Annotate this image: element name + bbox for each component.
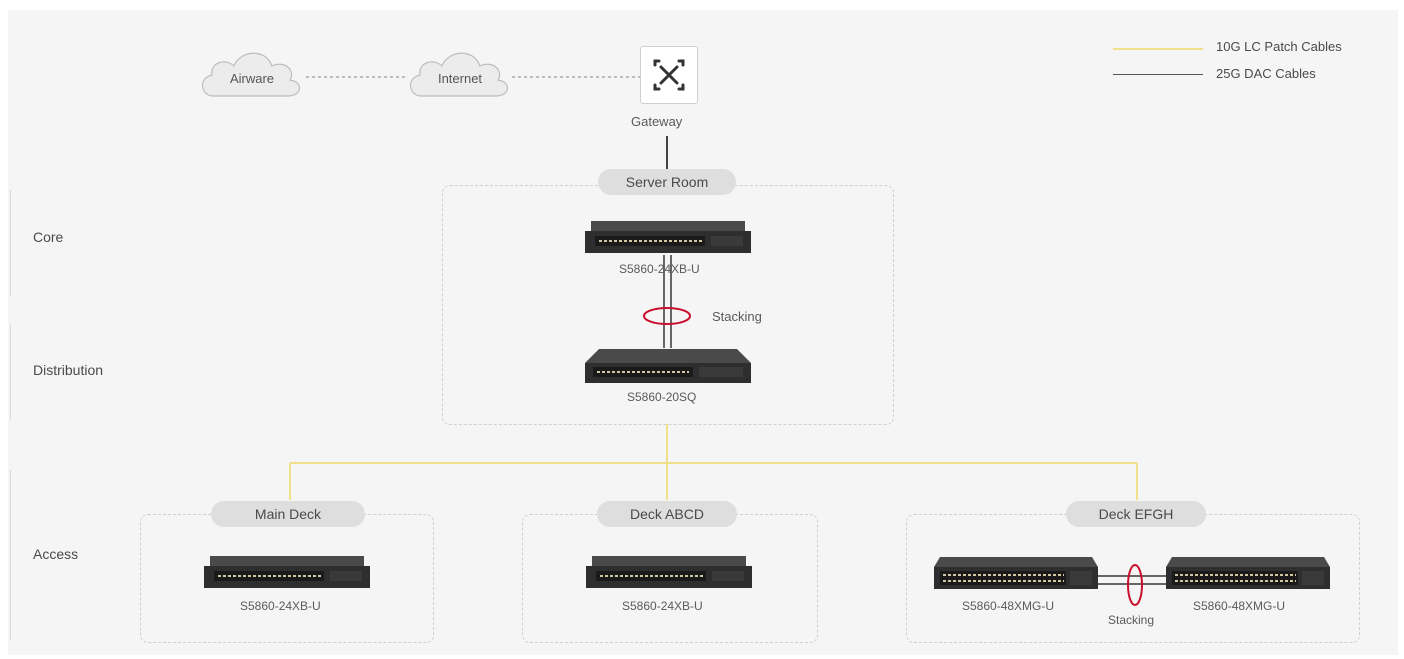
legend-dac-line [1113,74,1203,75]
deck-efgh-switch-left[interactable] [934,557,1098,591]
cloud-icon [201,52,301,97]
deck-abcd-switch-label: S5860-24XB-U [622,599,703,613]
core-switch-label: S5860-24XB-U [619,262,700,276]
legend-fiber-line [1113,48,1203,50]
cloud-icon [409,52,509,97]
cloud-airware: Airware [196,38,308,102]
cloud-airware-label: Airware [229,71,275,86]
deck-abcd-title: Deck ABCD [597,501,737,527]
distribution-switch[interactable] [585,349,751,383]
main-deck-switch[interactable] [204,556,370,590]
diagram-background [8,10,1398,655]
tier-divider [10,190,11,296]
deck-efgh-switch-left-label: S5860-48XMG-U [962,599,1055,613]
legend-dac-label: 25G DAC Cables [1216,66,1316,81]
distribution-switch-label: S5860-20SQ [627,390,697,404]
tier-access-label: Access [33,546,79,562]
cloud-internet-label: Internet [437,71,483,86]
legend-fiber-label: 10G LC Patch Cables [1216,39,1342,54]
gateway-device[interactable] [640,46,698,104]
main-deck-title: Main Deck [211,501,365,527]
core-stacking-ring [643,307,691,325]
server-room-title: Server Room [598,169,736,195]
core-switch[interactable] [585,221,751,255]
switch-icon [585,349,751,383]
switch-icon [585,221,751,253]
deck-efgh-stacking-label: Stacking [1108,613,1155,627]
efgh-stacking-ring [1127,564,1143,606]
router-icon [653,59,685,91]
tier-divider [10,470,11,640]
deck-efgh-switch-right-label: S5860-48XMG-U [1193,599,1286,613]
gateway-label: Gateway [631,114,683,129]
tier-distribution-label: Distribution [33,362,104,378]
tier-core-label: Core [33,229,64,245]
deck-efgh-title: Deck EFGH [1066,501,1206,527]
switch-icon [934,557,1098,589]
switch-icon [586,556,752,588]
deck-abcd-switch[interactable] [586,556,752,590]
main-deck-switch-label: S5860-24XB-U [240,599,321,613]
cloud-internet: Internet [404,38,516,102]
tier-divider [10,324,11,420]
switch-icon [204,556,370,588]
deck-efgh-switch-right[interactable] [1166,557,1330,591]
core-stacking-label: Stacking [712,309,762,324]
switch-icon [1166,557,1330,589]
